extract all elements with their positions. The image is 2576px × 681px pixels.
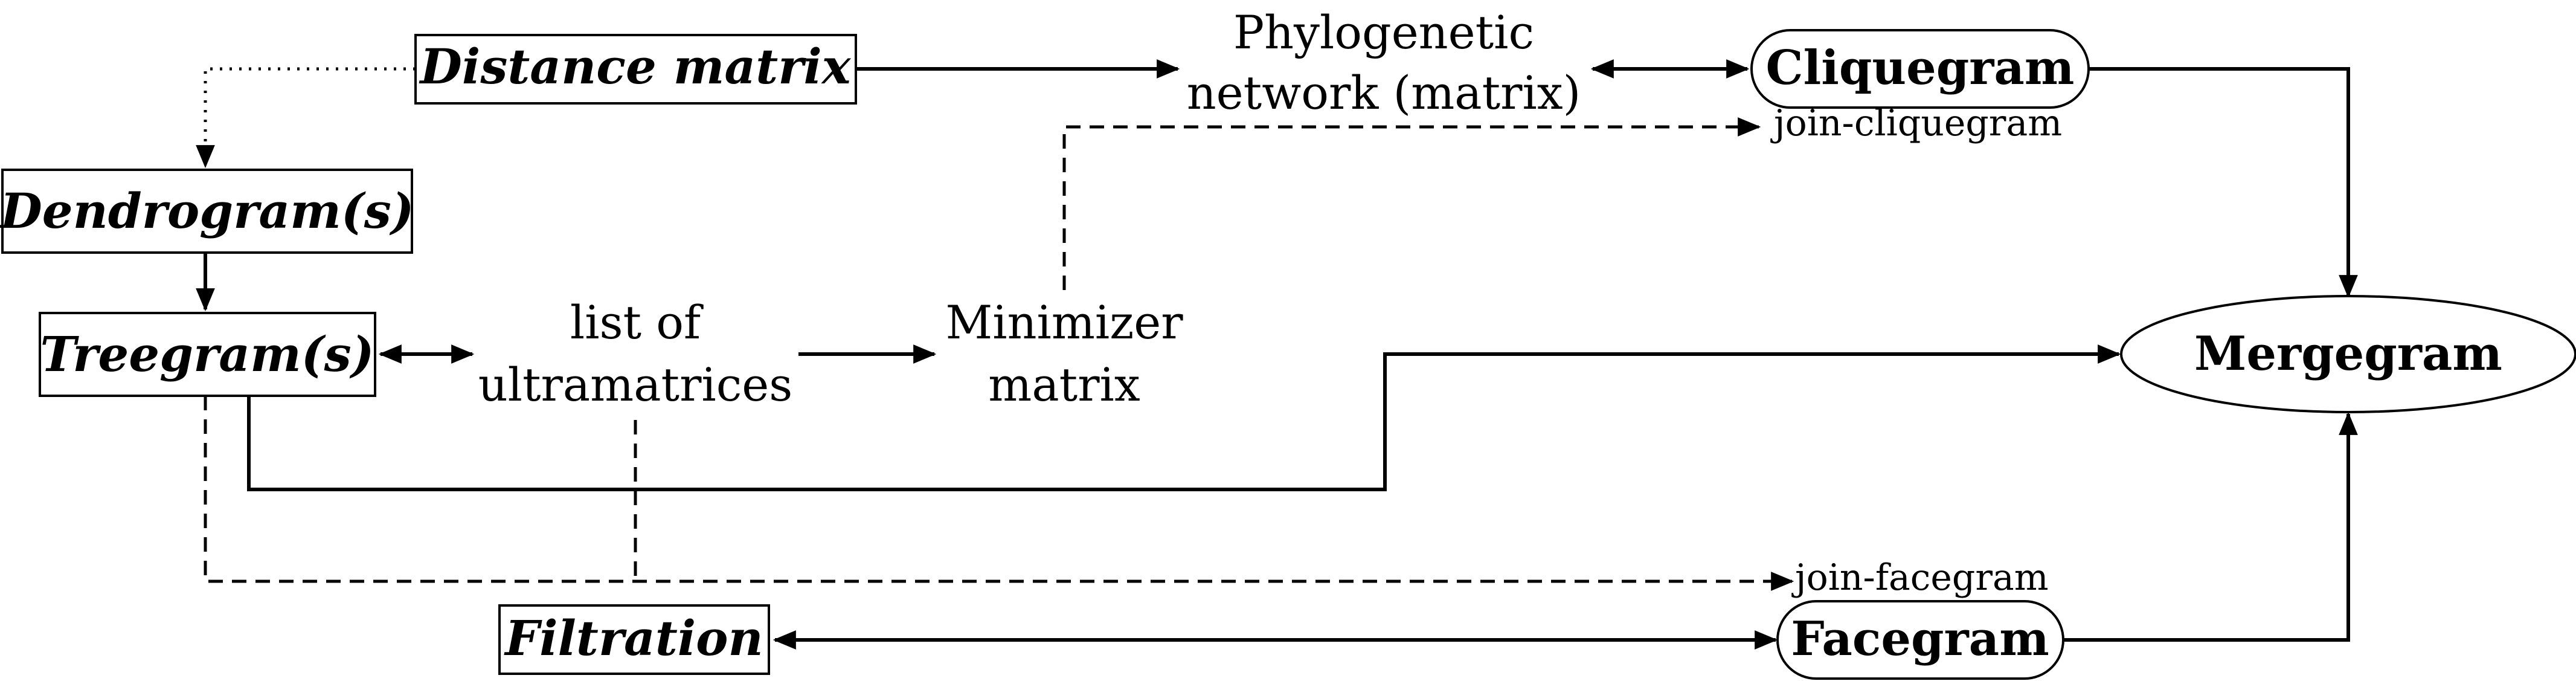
distance-matrix-label: Distance matrix	[419, 38, 852, 95]
join-cliquegram-label: join-cliquegram	[1770, 102, 2062, 144]
join-facegram-label: join-facegram	[1791, 557, 2049, 599]
phylogenetic-label-line2: network (matrix)	[1187, 66, 1581, 120]
mergegram-label: Mergegram	[2194, 326, 2502, 381]
dendrogram-label: Dendrogram(s)	[0, 182, 414, 239]
distance-matrix-node: Distance matrix	[414, 34, 857, 105]
minimizer-label-line1: Minimizer	[945, 295, 1183, 349]
cliquegram-label: Cliquegram	[1766, 40, 2075, 95]
treegram-label: Treegram(s)	[40, 326, 374, 382]
edge-cliquegram-to-mergegram	[2089, 67, 2358, 299]
filtration-label: Filtration	[504, 610, 763, 666]
facegram-label: Facegram	[1791, 612, 2049, 666]
edge-distance-to-dendrogram	[196, 67, 416, 169]
phylogenetic-label-line1: Phylogenetic	[1233, 5, 1534, 59]
filtration-node: Filtration	[498, 604, 770, 675]
dendrogram-node: Dendrogram(s)	[0, 169, 414, 254]
mergegram-node: Mergegram	[2120, 295, 2576, 413]
ultramatrices-label-line2: ultramatrices	[478, 358, 793, 412]
facegram-node: Facegram	[1776, 600, 2064, 680]
edge-facegram-to-mergegram	[2063, 412, 2358, 642]
edge-minimizer-to-join-cliquegram	[1062, 117, 1761, 290]
cliquegram-node: Cliquegram	[1750, 29, 2090, 109]
edge-treegram-to-mergegram	[247, 344, 2121, 491]
minimizer-matrix-node: Minimizer matrix	[945, 295, 1183, 412]
phylogenetic-network-node: Phylogenetic network (matrix)	[1187, 5, 1581, 120]
ultramatrices-label-line1: list of	[570, 295, 704, 349]
ultramatrices-node: list of ultramatrices	[478, 295, 793, 412]
minimizer-label-line2: matrix	[988, 358, 1140, 412]
treegram-node: Treegram(s)	[39, 312, 376, 397]
